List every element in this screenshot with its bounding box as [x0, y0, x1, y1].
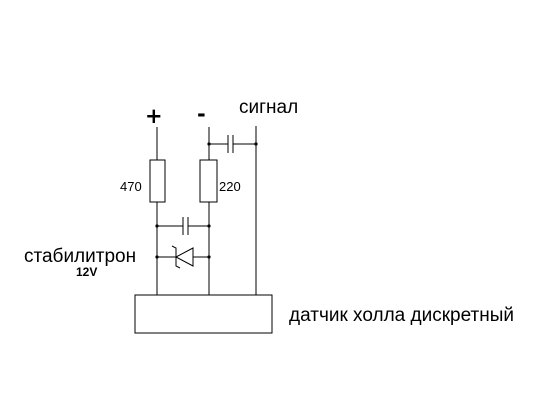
zener-triangle [174, 247, 194, 267]
plus-terminal-label: + [145, 104, 163, 128]
zener-label: стабилитрон [24, 246, 137, 267]
hall-sensor-body [134, 294, 273, 334]
junction-dot [207, 255, 211, 259]
junction-dot [155, 255, 159, 259]
zener-voltage-label: 12V [76, 265, 98, 279]
hall-sensor-label: датчик холла дискретный [289, 305, 514, 326]
junction-dot [155, 224, 159, 228]
resistor-220 [199, 159, 218, 203]
minus-terminal-label: - [197, 102, 206, 126]
resistor-470-label: 470 [120, 179, 142, 194]
resistor-220-label: 220 [219, 179, 241, 194]
signal-terminal-label: сигнал [239, 97, 299, 118]
junction-dots [155, 142, 258, 259]
junction-dot [207, 224, 211, 228]
resistor-470 [149, 159, 166, 203]
junction-dot [254, 142, 258, 146]
junction-dot [207, 142, 211, 146]
